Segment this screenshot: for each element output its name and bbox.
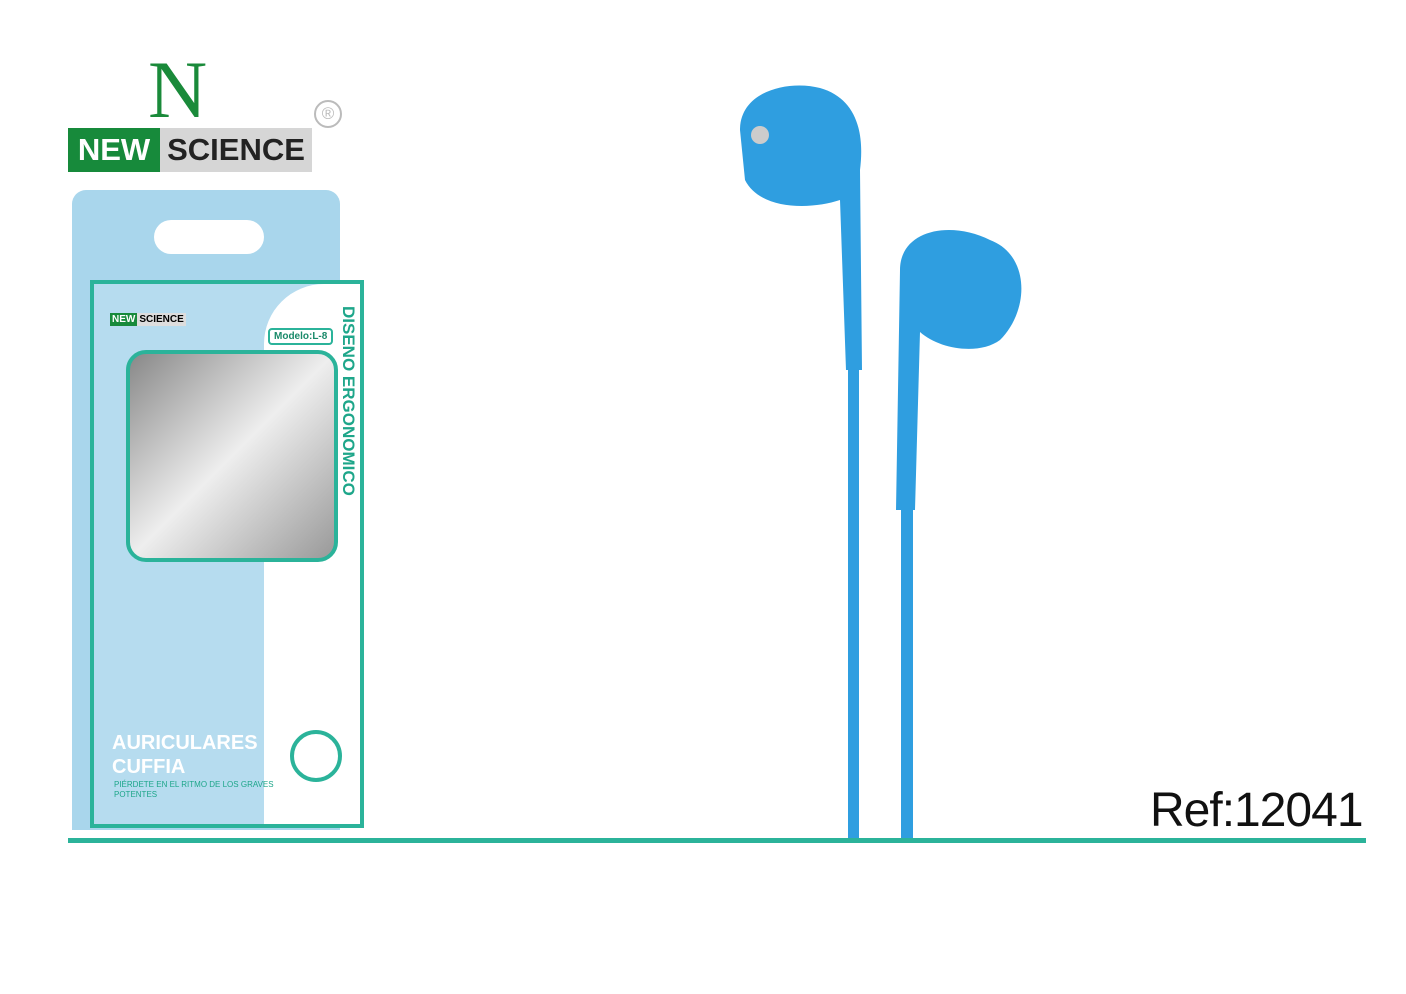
model-badge: Modelo:L-8 xyxy=(268,328,334,345)
package-tagline-1: PIÉRDETE EN EL RITMO DE LOS GRAVES xyxy=(114,780,274,789)
product-window xyxy=(126,350,338,562)
earphones-image xyxy=(740,85,1022,840)
brand-word-science: SCIENCE xyxy=(160,128,312,172)
side-title: DISENO ERGONOMICO xyxy=(339,306,358,496)
package-title-1: AURICULARES xyxy=(112,732,258,754)
baseline-divider xyxy=(68,838,1366,843)
package-title-2: CUFFIA xyxy=(112,756,186,778)
package-tagline-2: POTENTES xyxy=(114,790,158,799)
brand-word-new: NEW xyxy=(68,128,160,172)
registered-mark: ® xyxy=(314,100,342,128)
earbud-vent xyxy=(751,126,769,144)
left-earbud xyxy=(740,85,862,370)
right-cable xyxy=(901,510,913,840)
left-cable xyxy=(848,370,859,840)
reference-number: Ref:12041 xyxy=(1150,784,1364,837)
connector-badge xyxy=(290,730,342,782)
right-earbud xyxy=(896,230,1022,510)
brand-monogram: N xyxy=(148,44,208,135)
hang-hole xyxy=(154,220,264,254)
